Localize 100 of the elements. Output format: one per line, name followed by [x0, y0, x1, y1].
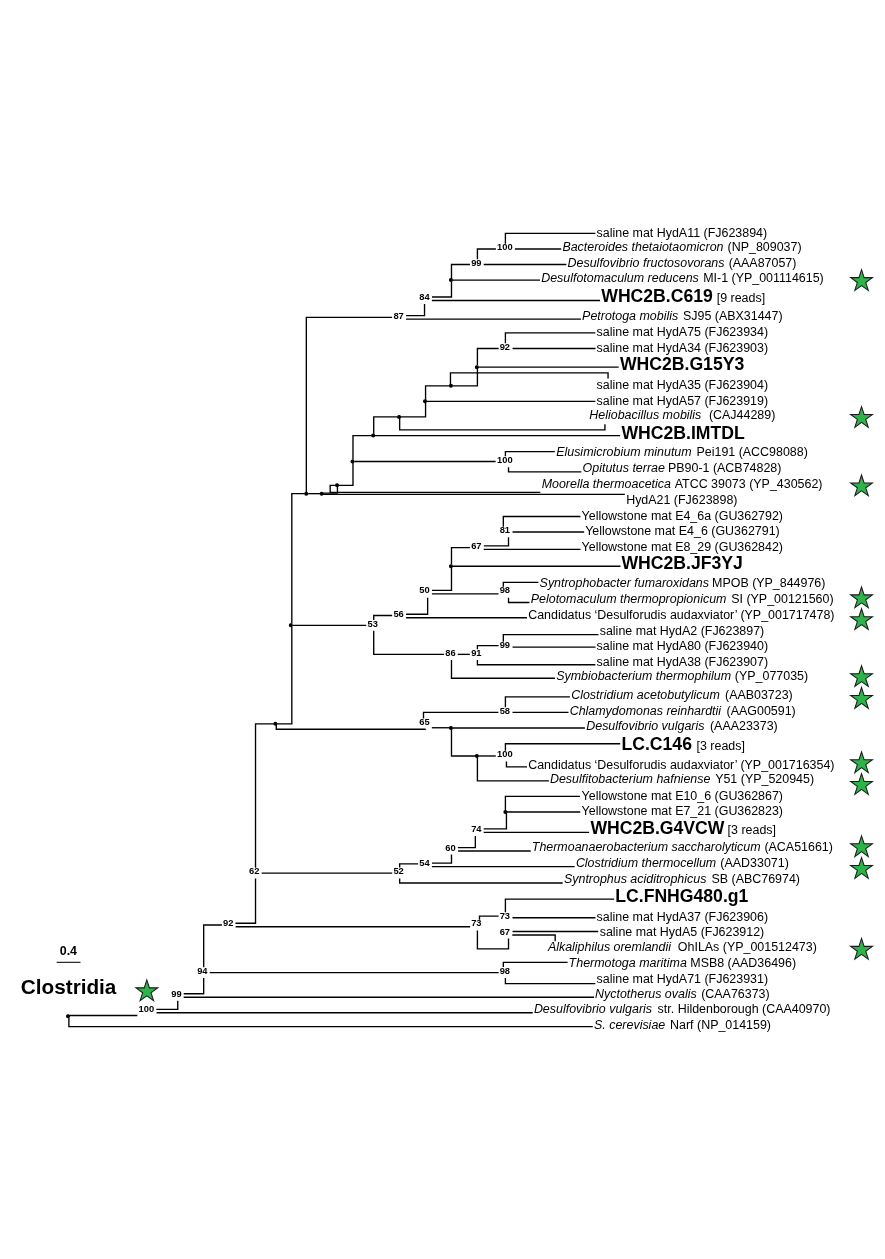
- node-text: Opitutus terrae PB90-1 (ACB74828): [582, 460, 782, 475]
- node-text: Thermoanaerobacterium saccharolyticum (ACA51661): [531, 839, 833, 854]
- node-text: saline mat HydA80 (FJ623940): [596, 638, 769, 653]
- connector: [275, 723, 427, 730]
- connector: [504, 695, 571, 708]
- connector: [426, 400, 596, 402]
- connector: [483, 263, 567, 265]
- connector: [431, 566, 453, 591]
- connector: [291, 492, 306, 625]
- node-point: [335, 482, 340, 487]
- node-text: saline mat HydA35 (FJ623904): [596, 377, 769, 392]
- node-text: Alkaliphilus oremlandii OhILAs (YP_001512473): [547, 939, 817, 954]
- node-label: 60: [445, 842, 456, 853]
- node-star: [849, 663, 875, 688]
- connector: [511, 645, 597, 648]
- node-text: HydA21 (FJ623898): [626, 492, 738, 507]
- connector: [504, 450, 556, 457]
- connector: [504, 742, 621, 751]
- connector: [235, 925, 471, 927]
- node-text: Symbiobacterium thermophilum (YP_077035): [556, 668, 809, 683]
- connector: [405, 302, 426, 316]
- connector: [431, 592, 500, 595]
- connector: [329, 484, 541, 493]
- node-point: [397, 414, 402, 419]
- connector: [203, 923, 223, 968]
- connector: [476, 644, 500, 650]
- node-text: LC.C146 [3 reads]: [621, 733, 745, 754]
- connector: [422, 711, 500, 719]
- node-star: [849, 472, 875, 497]
- node-point: [474, 753, 479, 758]
- connector: [504, 331, 596, 344]
- connector: [373, 614, 393, 621]
- connector: [452, 278, 541, 281]
- node-text: Bacteroides thetaiotaomicron (NP_809037): [562, 239, 802, 254]
- node-label: 99: [499, 639, 511, 650]
- connector: [505, 760, 528, 768]
- node-text: saline mat HydA75 (FJ623934): [596, 324, 769, 339]
- connector: [449, 371, 609, 385]
- node-text: Desulfitobacterium hafniense Y51 (YP_520945): [549, 771, 815, 786]
- node-text: saline mat HydA5 (FJ623912): [599, 924, 765, 939]
- connector: [514, 247, 562, 250]
- connector: [452, 367, 479, 386]
- node-star: [134, 977, 160, 1002]
- node-text: saline mat HydA57 (FJ623919): [596, 393, 769, 408]
- connector: [511, 933, 556, 942]
- node-label: 62: [248, 865, 260, 876]
- node-text: Nyctotherus ovalis (CAA76373): [595, 986, 770, 1001]
- node-label: 98: [499, 965, 511, 976]
- connector: [504, 897, 615, 913]
- node-text: WHC2B.G4VCW [3 reads]: [590, 817, 777, 838]
- node-label: 54: [419, 857, 430, 868]
- node-label: 100: [497, 748, 513, 759]
- node-text: Candidatus ‘Desulforudis audaxviator’ (YP_001717478): [528, 607, 835, 622]
- node-text: Syntrophobacter fumaroxidans MPOB (YP_844976): [539, 575, 826, 590]
- node-star: [849, 685, 875, 710]
- connector: [405, 596, 429, 615]
- connector: [502, 961, 569, 968]
- node-label: 92: [223, 917, 234, 928]
- connector: [398, 877, 564, 884]
- connector: [183, 996, 595, 998]
- node-label: 67: [499, 926, 511, 937]
- connector: [254, 722, 275, 868]
- node-text: S. cerevisiae Narf (NP_014159): [594, 1017, 771, 1032]
- node-text: Clostridium acetobutylicum (AAB03723): [571, 687, 793, 702]
- connector: [431, 853, 453, 864]
- node-label: 50: [419, 584, 430, 595]
- connector: [511, 711, 570, 713]
- connector: [400, 401, 427, 418]
- node-text: WHC2B.IMTDL: [621, 422, 745, 443]
- node-text: Petrotoga mobilis SJ95 (ABX31447): [582, 308, 783, 323]
- node-label: 73: [499, 910, 511, 921]
- connector: [431, 280, 453, 298]
- node-text: Yellowstone mat E10_6 (GU362867): [581, 788, 784, 803]
- node-point: [350, 459, 355, 464]
- connector: [276, 625, 293, 724]
- node-point: [448, 383, 453, 388]
- connector: [476, 929, 510, 949]
- connector: [68, 1014, 139, 1016]
- node-label: 84: [419, 291, 430, 302]
- node-text: Yellowstone mat E7_21 (GU362823): [581, 803, 784, 818]
- connector: [183, 976, 205, 994]
- node-label: 74: [471, 823, 482, 834]
- node-text: WHC2B.C619 [9 reads]: [601, 285, 766, 306]
- connector: [209, 971, 500, 973]
- connector: [373, 415, 399, 435]
- node-text: Pelotomaculum thermopropionicum SI (YP_00121560): [530, 591, 834, 606]
- node-star: [849, 833, 875, 858]
- node-label: 67: [471, 540, 482, 551]
- node-text: saline mat HydA2 (FJ623897): [599, 623, 765, 638]
- connector: [477, 754, 497, 757]
- node-point: [371, 433, 376, 438]
- node-text: saline mat HydA71 (FJ623931): [596, 971, 769, 986]
- node-point: [319, 491, 324, 496]
- node-text: LC.FNHG480.g1: [615, 885, 749, 906]
- node-point: [474, 364, 479, 369]
- connector: [322, 493, 626, 495]
- node-text: saline mat HydA37 (FJ623906): [596, 909, 769, 924]
- connector: [483, 811, 508, 830]
- connector: [483, 536, 510, 546]
- connector: [504, 976, 596, 984]
